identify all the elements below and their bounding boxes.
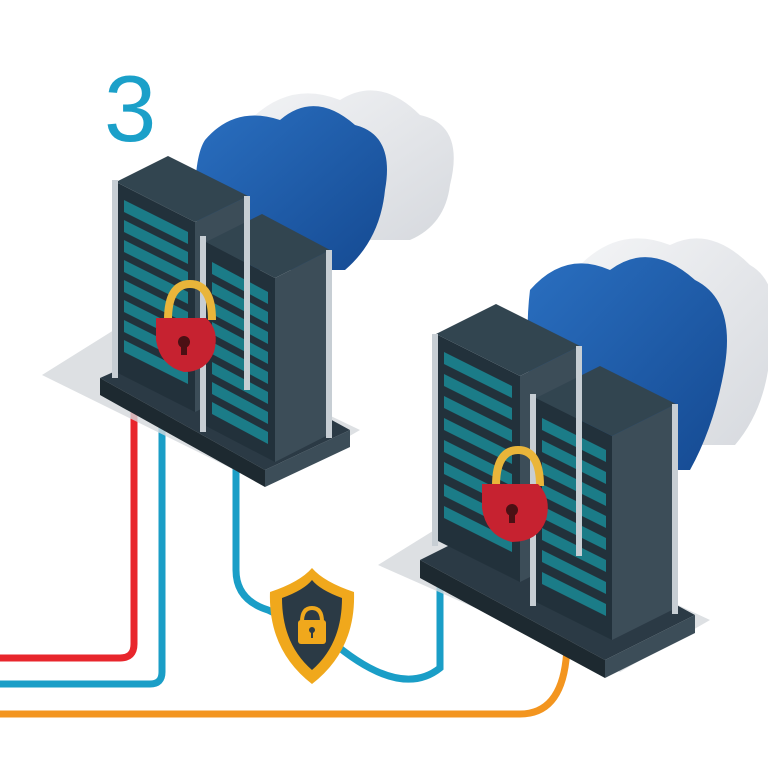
cable-orange: [0, 636, 572, 718]
padlock-icon: [482, 445, 548, 542]
padlock-icon: [156, 279, 216, 372]
cable-red: [0, 398, 138, 662]
shield-lock-icon: [269, 568, 355, 684]
server-cluster-1: [42, 156, 360, 487]
step-number: 3: [104, 56, 157, 161]
cable-blue-left: [0, 406, 166, 688]
server-cluster-2: [378, 304, 710, 678]
